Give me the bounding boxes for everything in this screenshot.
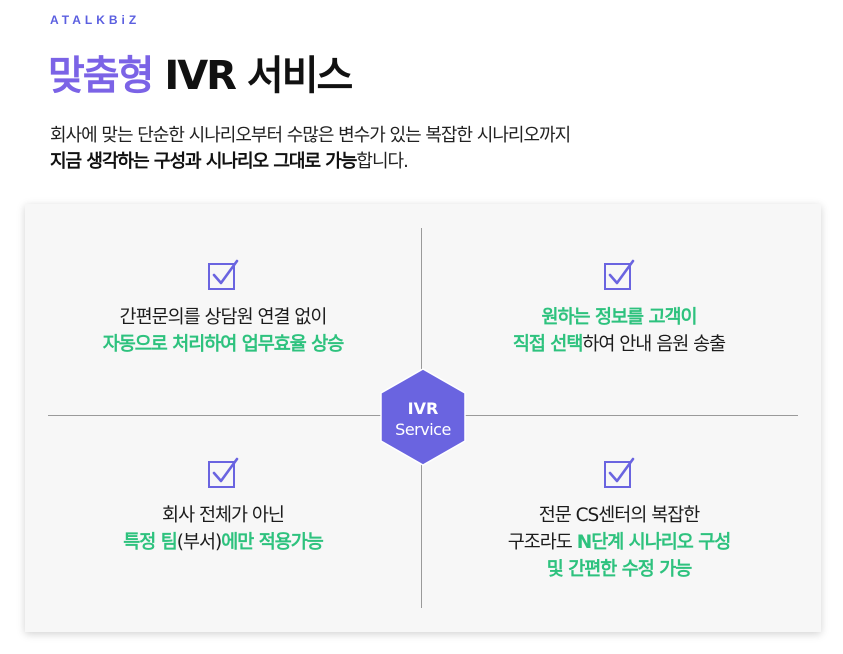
feature-4-line-1: 전문 CS센터의 복잡한 <box>538 505 701 526</box>
title-rest: IVR 서비스 <box>152 53 353 99</box>
feature-4-highlight: N단계 시나리오 구성 <box>576 532 732 553</box>
feature-3-line-1: 회사 전체가 아닌 <box>162 505 285 526</box>
feature-4-line-3: 및 간편한 수정 가능 <box>546 559 692 580</box>
service-label: Service <box>395 420 451 439</box>
feature-quadrant-3: 회사 전체가 아닌 특정 팀(부서)에만 적용가능 <box>25 456 421 556</box>
ivr-service-hexagon <box>380 368 466 466</box>
subtitle-rest: 합니다. <box>356 151 408 172</box>
feature-3-highlight-a: 특정 팀 <box>123 532 178 553</box>
feature-quadrant-4: 전문 CS센터의 복잡한 구조라도 N단계 시나리오 구성 및 간편한 수정 가… <box>421 456 817 583</box>
feature-2-highlight: 직접 선택 <box>512 334 584 355</box>
subtitle-bold: 지금 생각하는 구성과 시나리오 그대로 가능 <box>50 151 357 172</box>
subtitle-line-2: 지금 생각하는 구성과 시나리오 그대로 가능합니다. <box>50 147 409 173</box>
feature-quadrant-1: 간편문의를 상담원 연결 없이 자동으로 처리하여 업무효율 상승 <box>25 258 421 358</box>
feature-3-paren: (부서) <box>176 532 222 553</box>
title-accent: 맞춤형 <box>48 53 154 99</box>
feature-4-prefix: 구조라도 <box>507 532 577 553</box>
ivr-service-label: IVR Service <box>379 398 467 440</box>
feature-2-line-2: 직접 선택하여 안내 음원 송출 <box>421 331 817 358</box>
feature-3-line-2: 특정 팀(부서)에만 적용가능 <box>25 529 421 556</box>
feature-1-line-2: 자동으로 처리하여 업무효율 상승 <box>102 334 345 355</box>
subtitle-line-1: 회사에 맞는 단순한 시나리오부터 수많은 변수가 있는 복잡한 시나리오까지 <box>50 125 571 146</box>
feature-card: 간편문의를 상담원 연결 없이 자동으로 처리하여 업무효율 상승 원하는 정보… <box>25 204 821 632</box>
feature-2-line-1: 원하는 정보를 고객이 <box>541 307 697 328</box>
checkbox-check-icon <box>208 457 239 488</box>
checkbox-check-icon <box>604 259 635 290</box>
checkbox-check-icon <box>604 457 635 488</box>
ivr-label: IVR <box>407 399 439 418</box>
brand-logo: ATALKBiZ <box>50 13 141 27</box>
feature-3-highlight-b: 에만 적용가능 <box>221 532 324 553</box>
page-title: 맞춤형 IVR 서비스 <box>48 48 353 104</box>
feature-quadrant-2: 원하는 정보를 고객이 직접 선택하여 안내 음원 송출 <box>421 258 817 358</box>
feature-2-rest: 하여 안내 음원 송출 <box>582 334 726 355</box>
feature-1-line-1: 간편문의를 상담원 연결 없이 <box>119 307 328 328</box>
feature-4-line-2: 구조라도 N단계 시나리오 구성 <box>421 529 817 556</box>
checkbox-check-icon <box>208 259 239 290</box>
